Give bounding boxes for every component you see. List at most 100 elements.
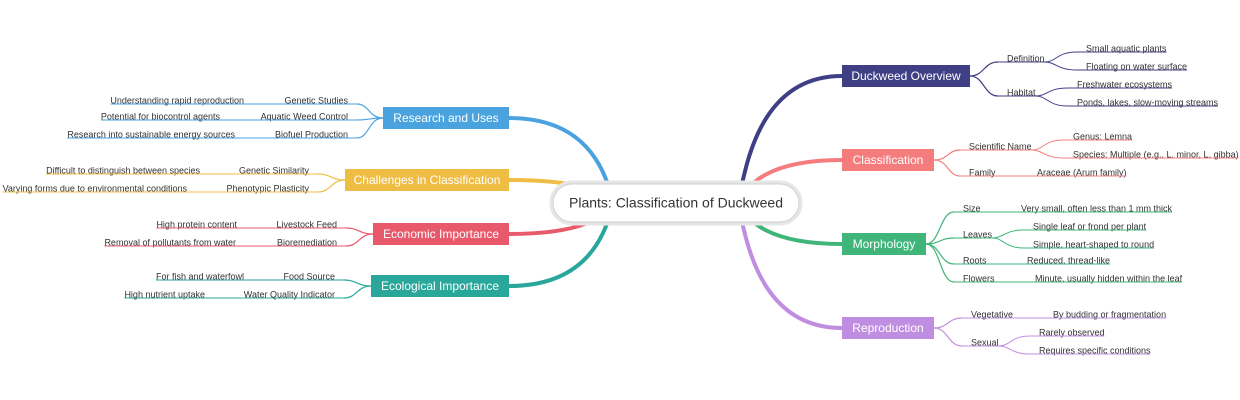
node-label: Aquatic Weed Control [261,111,348,121]
node-label: Food Source [283,271,335,281]
node-biofuel-production[interactable]: Biofuel Production [274,129,357,139]
edge-family [933,159,961,177]
branch-reproduction[interactable]: Reproduction [842,317,934,339]
node-label: Roots [963,255,987,265]
edge-definition [969,61,999,77]
node-family[interactable]: Family [960,167,996,177]
leaf-reduced-thread-like[interactable]: Reduced, thread-like [1018,255,1111,265]
branch-label: Reproduction [852,321,923,335]
edge-biofuel-production [356,117,384,139]
branch-box [383,107,509,129]
leaf-ponds-lakes-slow-moving-streams[interactable]: Ponds, lakes, slow-moving streams [1068,97,1219,107]
root-node[interactable]: Plants: Classification of Duckweed [549,180,803,226]
edge-simple-heart-shaped-to-round [992,237,1025,249]
branch-challenges-in-classification[interactable]: Challenges in Classification [345,169,509,191]
branch-research-and-uses[interactable]: Research and Uses [383,107,509,129]
leaf-for-fish-and-waterfowl[interactable]: For fish and waterfowl [155,271,253,281]
leaf-by-budding-or-fragmentation[interactable]: By budding or fragmentation [1044,309,1167,319]
node-bioremediation[interactable]: Bioremediation [276,237,346,247]
branch-morphology[interactable]: Morphology [842,233,926,255]
node-definition[interactable]: Definition [998,53,1045,63]
leaf-label: High nutrient uptake [124,289,205,299]
leaf-small-aquatic-plants[interactable]: Small aquatic plants [1077,43,1167,53]
leaf-very-small-often-less-than-1-mm-thick[interactable]: Very small, often less than 1 mm thick [1012,203,1173,213]
edge-water-quality-indicator [343,285,372,299]
leaf-freshwater-ecosystems[interactable]: Freshwater ecosystems [1068,79,1173,89]
node-livestock-feed[interactable]: Livestock Feed [276,219,346,229]
leaf-minute-usually-hidden-within-the-leaf[interactable]: Minute, usually hidden within the leaf [1026,273,1183,283]
leaf-label: Species: Multiple (e.g., L. minor, L. gi… [1073,149,1239,159]
edge-size [925,211,955,245]
leaf-simple-heart-shaped-to-round[interactable]: Simple, heart-shaped to round [1024,239,1155,249]
leaf-high-nutrient-uptake[interactable]: High nutrient uptake [124,289,214,299]
node-sexual[interactable]: Sexual [962,337,999,347]
leaf-label: Small aquatic plants [1086,43,1167,53]
leaf-rarely-observed[interactable]: Rarely observed [1030,327,1105,337]
edge-rarely-observed [998,335,1031,347]
leaf-label: Simple, heart-shaped to round [1033,239,1154,249]
node-food-source[interactable]: Food Source [283,271,344,281]
mindmap-nodes: Plants: Classification of Duckweed Duckwe… [2,43,1239,355]
leaf-label: Understanding rapid reproduction [110,95,244,105]
branch-duckweed-overview[interactable]: Duckweed Overview [842,65,970,87]
leaf-araceae-arum-family[interactable]: Araceae (Arum family) [1028,167,1127,177]
leaf-label: Ponds, lakes, slow-moving streams [1077,97,1219,107]
node-genetic-studies[interactable]: Genetic Studies [284,95,357,105]
branch-label: Challenges in Classification [354,173,501,187]
leaf-label: By budding or fragmentation [1053,309,1166,319]
leaf-species-multiple-e-g-l-minor-l-gibba[interactable]: Species: Multiple (e.g., L. minor, L. gi… [1064,149,1239,159]
node-aquatic-weed-control[interactable]: Aquatic Weed Control [260,111,357,121]
branch-box [842,317,934,339]
branch-box [842,65,970,87]
edge-requires-specific-conditions [998,345,1031,355]
branch-economic-importance[interactable]: Economic Importance [373,223,509,245]
leaf-label: Araceae (Arum family) [1037,167,1127,177]
leaf-floating-on-water-surface[interactable]: Floating on water surface [1077,61,1188,71]
branch-ecological-importance[interactable]: Ecological Importance [371,275,509,297]
edge-habitat [969,75,999,97]
node-scientific-name[interactable]: Scientific Name [960,141,1032,151]
node-genetic-similarity[interactable]: Genetic Similarity [238,165,318,175]
node-size[interactable]: Size [954,203,981,213]
root-node-halo [549,180,803,226]
leaf-label: High protein content [156,219,237,229]
node-phenotypic-plasticity[interactable]: Phenotypic Plasticity [226,183,318,193]
node-water-quality-indicator[interactable]: Water Quality Indicator [243,289,344,299]
leaf-high-protein-content[interactable]: High protein content [156,219,246,229]
node-flowers[interactable]: Flowers [954,273,995,283]
branch-classification[interactable]: Classification [842,149,934,171]
edge-flowers [925,243,955,283]
edge-genetic-similarity [317,173,346,181]
node-habitat[interactable]: Habitat [998,87,1036,97]
leaf-understanding-rapid-reproduction[interactable]: Understanding rapid reproduction [110,95,253,105]
leaf-genus-lemna[interactable]: Genus: Lemna [1064,131,1133,141]
edge-livestock-feed [345,227,374,235]
leaf-single-leaf-or-frond-per-plant[interactable]: Single leaf or frond per plant [1024,221,1147,231]
node-label: Definition [1007,53,1045,63]
node-label: Flowers [963,273,995,283]
leaf-label: Very small, often less than 1 mm thick [1021,203,1173,213]
node-vegetative[interactable]: Vegetative [962,309,1014,319]
leaf-removal-of-pollutants-from-water[interactable]: Removal of pollutants from water [104,237,245,247]
leaf-research-into-sustainable-energy-sources[interactable]: Research into sustainable energy sources [67,129,244,139]
leaf-label: For fish and waterfowl [156,271,244,281]
root-node-label: Plants: Classification of Duckweed [569,195,783,211]
leaf-difficult-to-distinguish-between-species[interactable]: Difficult to distinguish between species [46,165,209,175]
edge-floating-on-water-surface [1044,61,1078,71]
leaf-requires-specific-conditions[interactable]: Requires specific conditions [1030,345,1151,355]
node-label: Sexual [971,337,999,347]
node-roots[interactable]: Roots [954,255,987,265]
branch-label: Ecological Importance [381,279,499,293]
node-leaves[interactable]: Leaves [954,229,993,239]
edge-freshwater-ecosystems [1035,87,1069,97]
leaf-label: Genus: Lemna [1073,131,1132,141]
edge-phenotypic-plasticity [317,179,346,193]
leaf-label: Difficult to distinguish between species [46,165,200,175]
leaf-potential-for-biocontrol-agents[interactable]: Potential for biocontrol agents [100,111,229,121]
leaf-label: Freshwater ecosystems [1077,79,1173,89]
root-node-box [552,183,800,223]
leaf-label: Reduced, thread-like [1027,255,1110,265]
branch-label: Duckweed Overview [851,69,961,83]
leaf-varying-forms-due-to-environmental-conditions[interactable]: Varying forms due to environmental condi… [2,183,196,193]
